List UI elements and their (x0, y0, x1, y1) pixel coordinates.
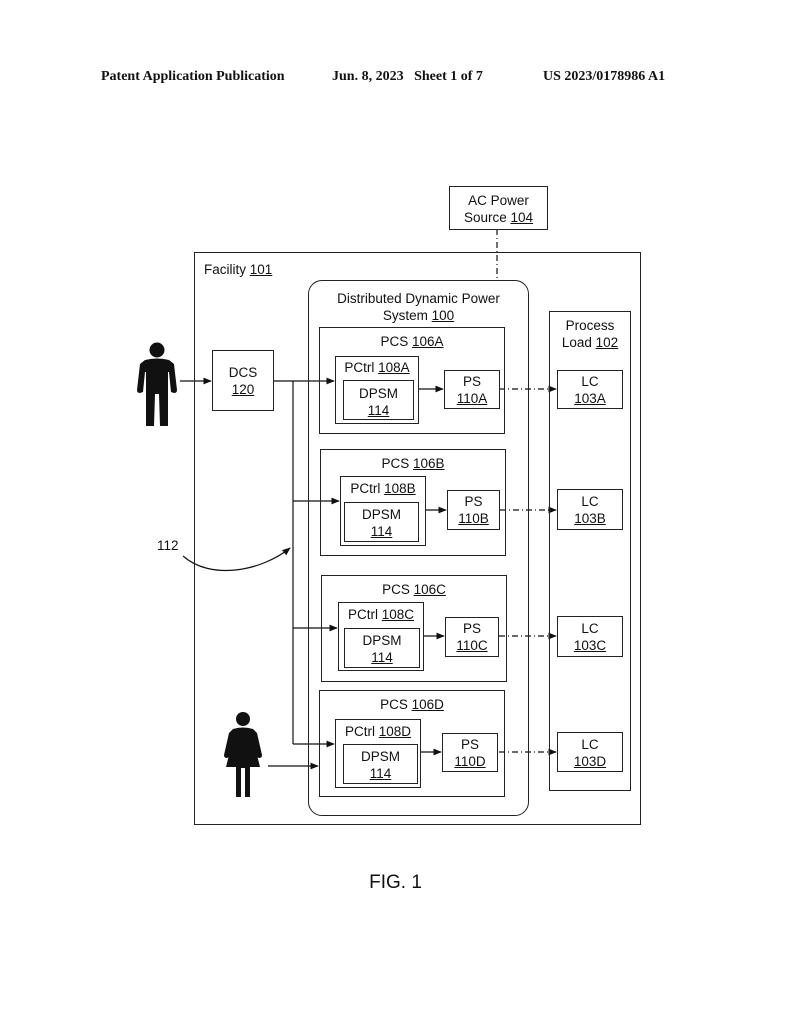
lc-b-label: LC103B (557, 493, 623, 527)
dcs-label: DCS 120 (212, 364, 274, 398)
pctrl-c-label: PCtrl 108C (338, 606, 424, 623)
process-load-label: Process Load 102 (549, 317, 631, 351)
facility-label: Facility 101 (204, 261, 272, 278)
ps-b-label: PS110B (447, 493, 500, 527)
pcs-a-label: PCS 106A (319, 333, 505, 350)
dpsm-c-label: DPSM114 (344, 632, 420, 666)
dpsm-b-label: DPSM114 (344, 506, 419, 540)
ddps-label: Distributed Dynamic Power System 100 (308, 290, 529, 324)
figure-label: FIG. 1 (0, 872, 791, 894)
ac-power-source-label: AC Power Source 104 (449, 192, 548, 226)
pcs-b-label: PCS 106B (320, 455, 506, 472)
ps-d-label: PS110D (442, 736, 498, 770)
lc-c-label: LC103C (557, 620, 623, 654)
ps-c-label: PS110C (445, 620, 499, 654)
dpsm-d-label: DPSM114 (343, 748, 418, 782)
female-operator-icon (221, 711, 265, 797)
male-operator-icon (136, 342, 178, 426)
ps-a-label: PS110A (444, 373, 500, 407)
pcs-d-label: PCS 106D (319, 696, 505, 713)
lc-d-label: LC103D (557, 736, 623, 770)
pctrl-a-label: PCtrl 108A (335, 359, 419, 376)
pctrl-d-label: PCtrl 108D (335, 723, 421, 740)
pctrl-b-label: PCtrl 108B (340, 480, 426, 497)
dpsm-a-label: DPSM114 (343, 385, 414, 419)
lc-a-label: LC103A (557, 373, 623, 407)
pcs-c-label: PCS 106C (321, 581, 507, 598)
ref-112-label: 112 (157, 537, 179, 554)
